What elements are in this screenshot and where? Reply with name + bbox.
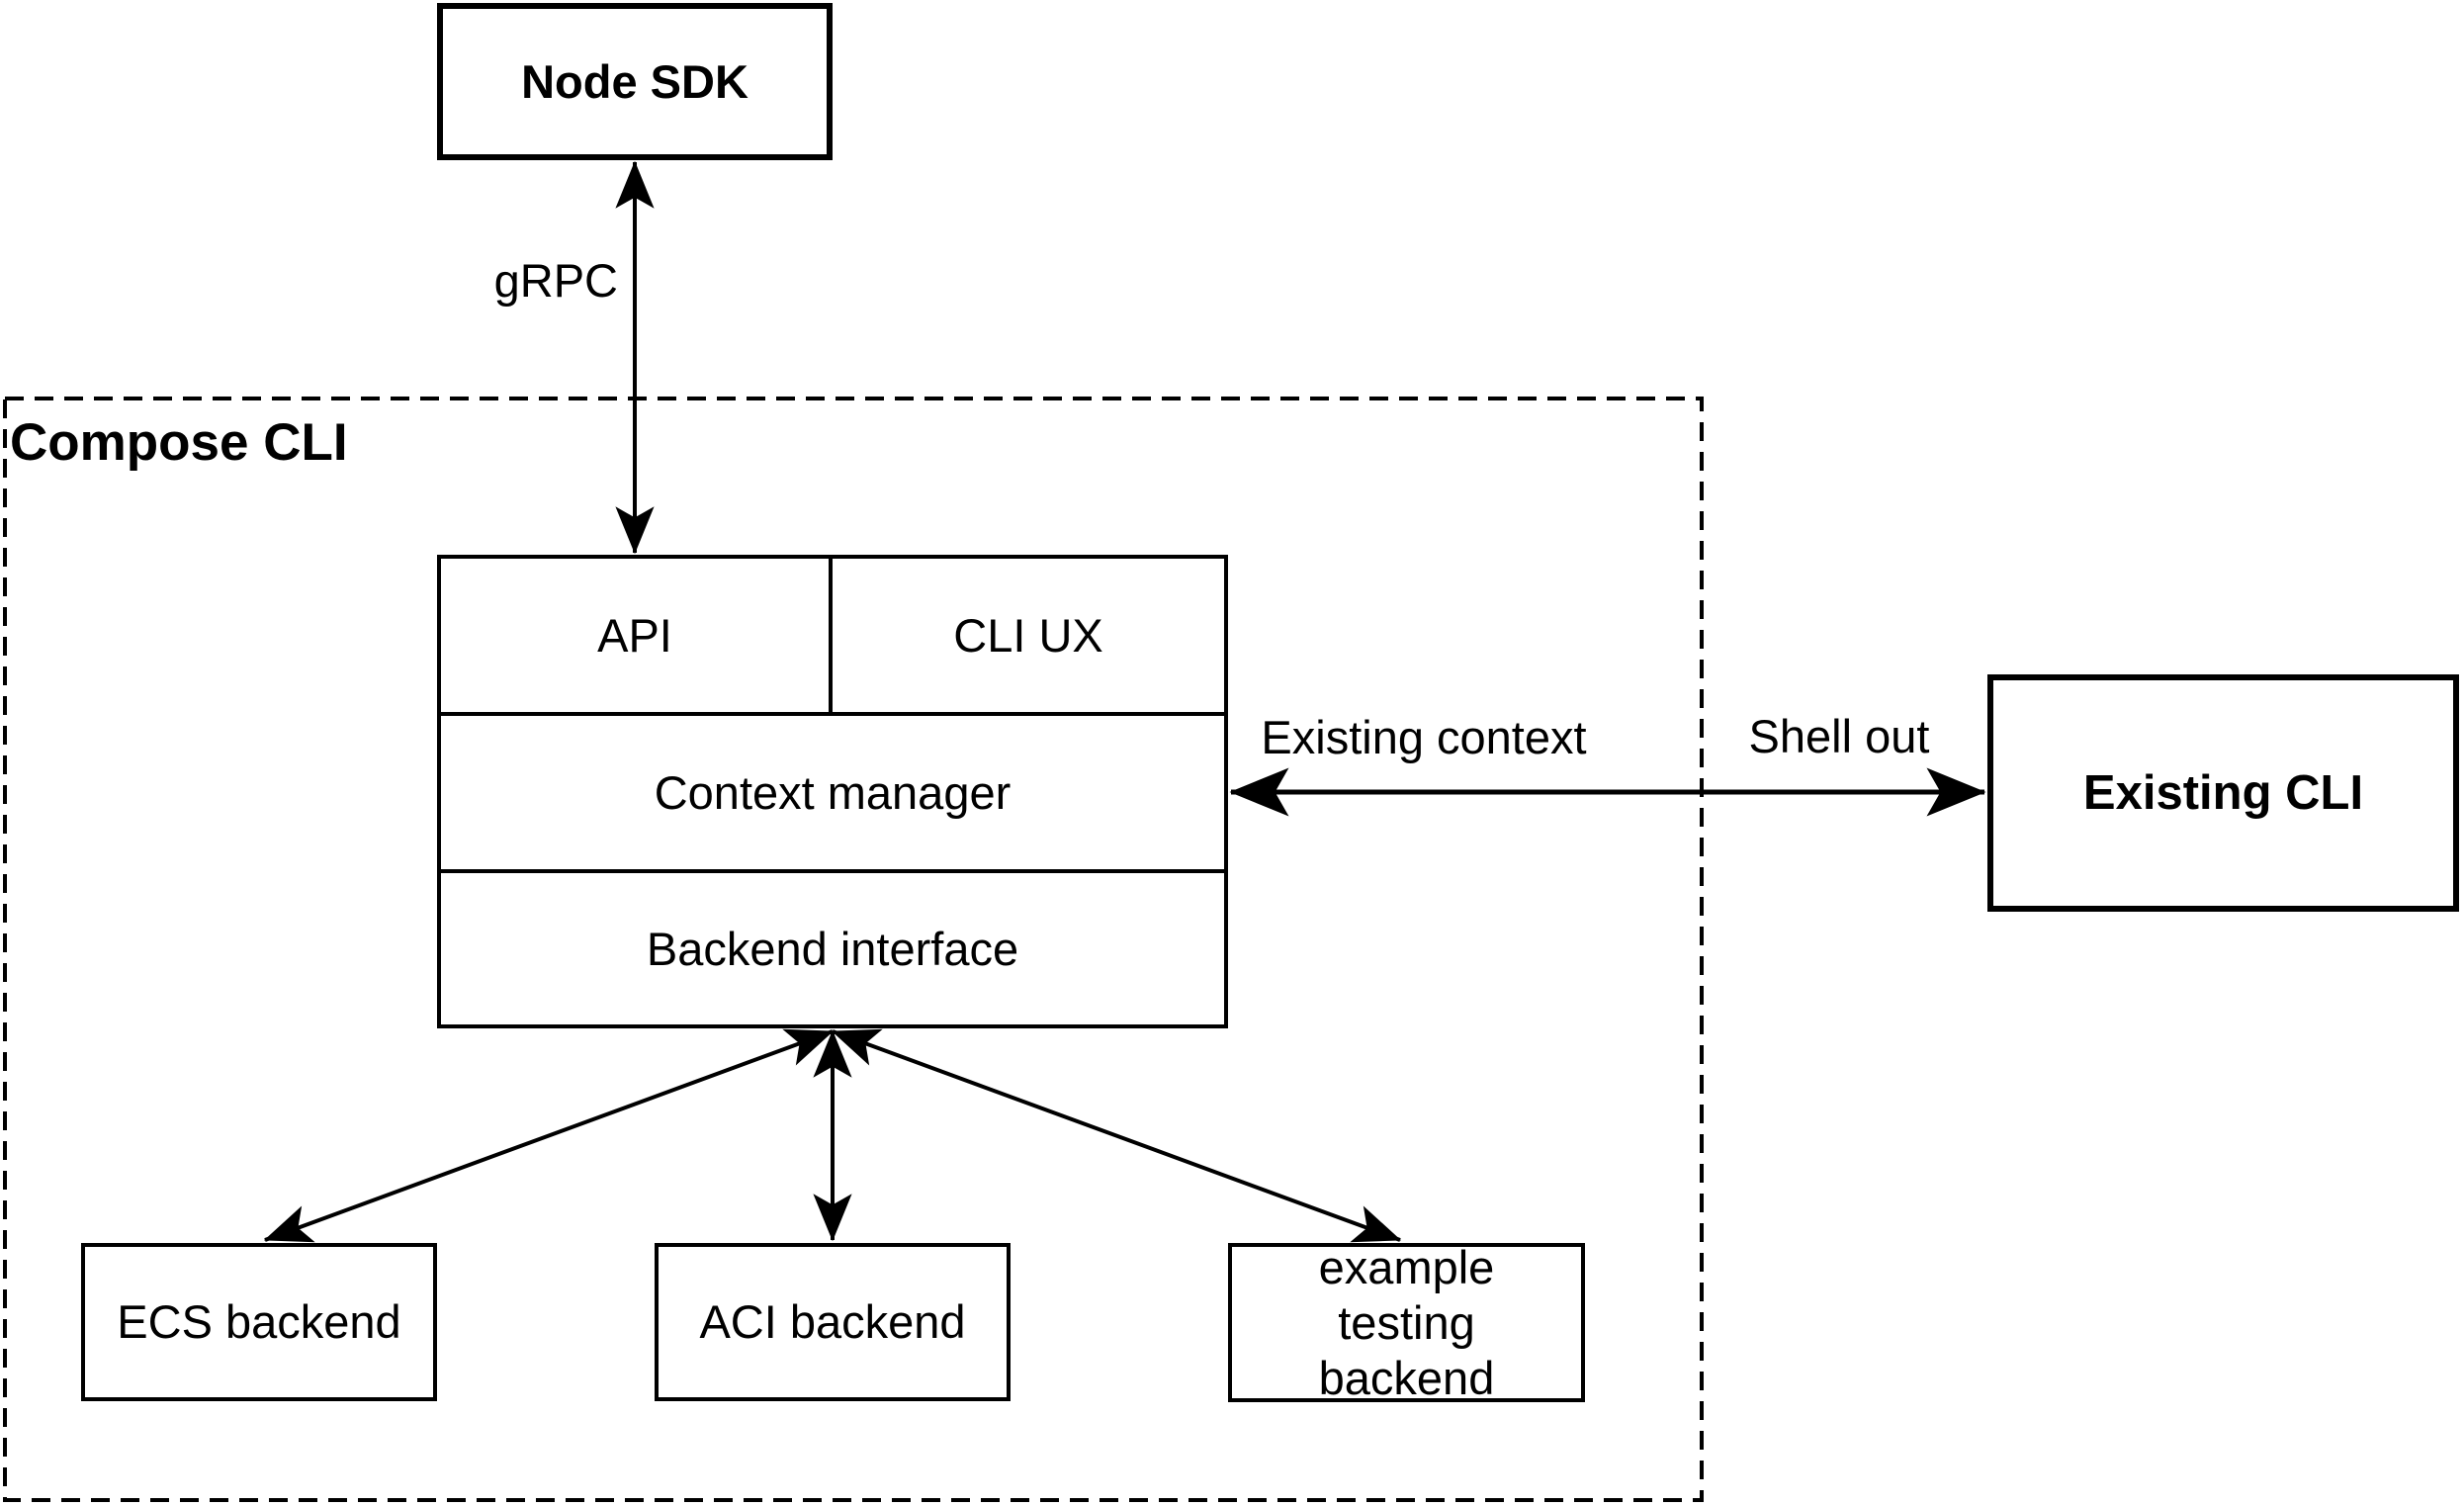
backend-interface-box: Backend interface [441, 873, 1224, 1024]
shell-out-edge-label: Shell out [1748, 710, 1930, 762]
aci-backend-label: ACI backend [699, 1295, 966, 1348]
api-label: API [597, 609, 672, 662]
existing-context-edge-label: Existing context [1261, 711, 1587, 763]
context-manager-box: Context manager [441, 716, 1224, 873]
backend-interface-label: Backend interface [646, 923, 1019, 975]
ecs-backend-box: ECS backend [81, 1243, 437, 1401]
cli-ux-label: CLI UX [953, 609, 1103, 662]
ecs-backend-connector [263, 1028, 835, 1243]
example-testing-backend-box: example testing backend [1228, 1241, 1585, 1404]
example-testing-backend-label: example testing backend [1318, 1240, 1495, 1404]
ecs-backend-label: ECS backend [117, 1295, 401, 1348]
grpc-edge-label: gRPC [493, 254, 618, 307]
context-manager-label: Context manager [654, 766, 1012, 819]
node-sdk-label: Node SDK [521, 54, 748, 108]
example-backend-connector [831, 1028, 1402, 1243]
node-sdk-box: Node SDK [437, 3, 833, 160]
compose-cli-group-label: Compose CLI [10, 413, 348, 472]
core-top-row: API CLI UX [441, 559, 1224, 716]
existing-cli-label: Existing CLI [2082, 766, 2364, 820]
existing-cli-box: Existing CLI [1987, 674, 2459, 912]
cli-ux-box: CLI UX [833, 559, 1224, 712]
compose-cli-core-box: API CLI UX Context manager Backend inter… [437, 555, 1228, 1028]
api-box: API [441, 559, 833, 712]
aci-backend-box: ACI backend [655, 1243, 1011, 1401]
